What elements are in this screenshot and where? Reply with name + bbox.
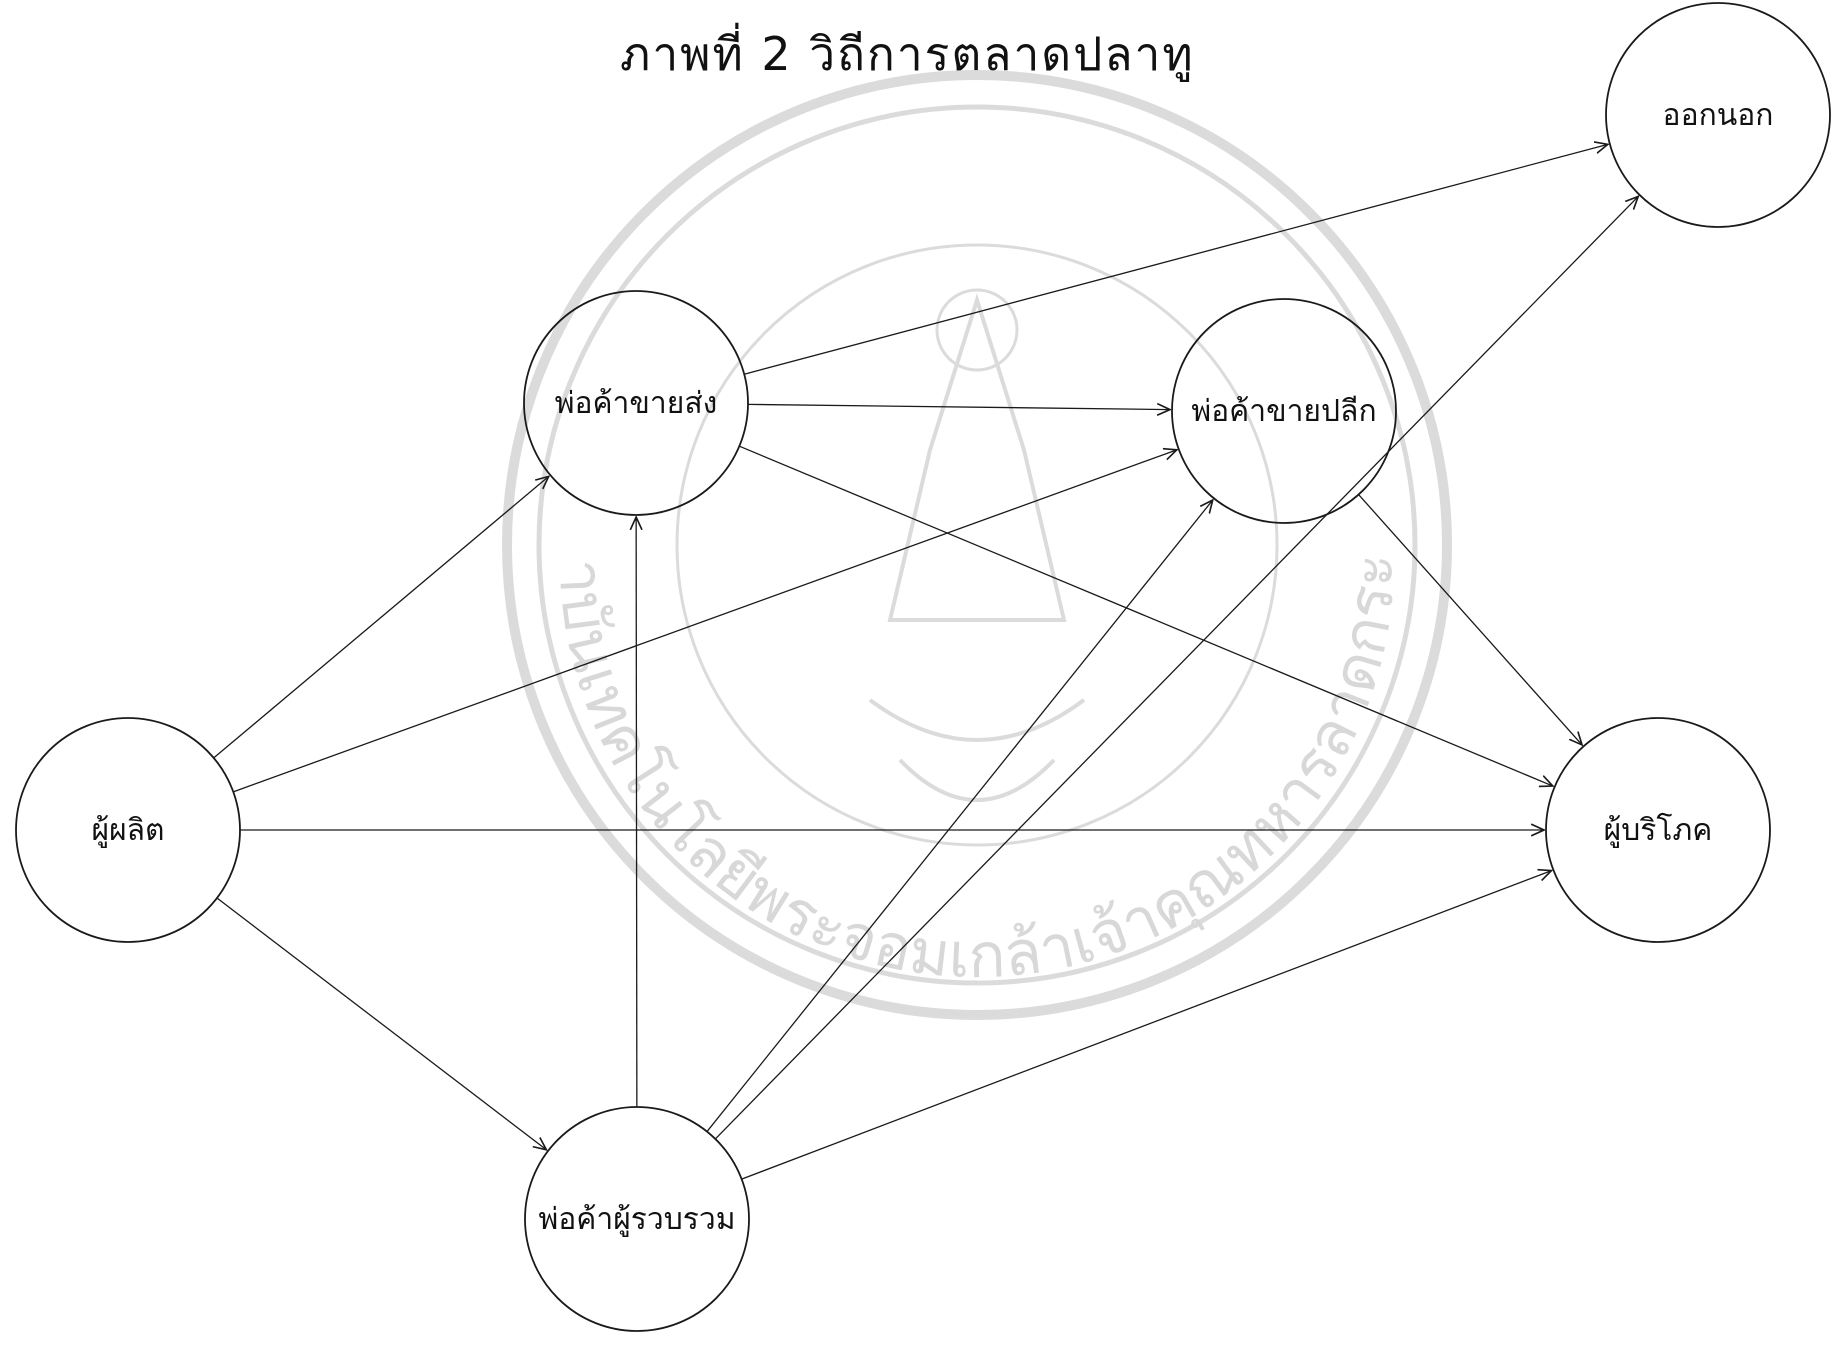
edge-wholesaler-to-consumer <box>739 445 1552 786</box>
node-retailer: พ่อค้าขายปลีก <box>1171 298 1397 524</box>
node-producer: ผู้ผลิต <box>15 717 241 943</box>
edge-retailer-to-consumer <box>1358 494 1583 745</box>
edge-wholesaler-to-export <box>744 144 1608 375</box>
node-label-collector: พ่อค้าผู้รวบรวม <box>538 1202 735 1237</box>
node-circle-collector <box>524 1106 750 1332</box>
node-circle-export <box>1605 2 1831 228</box>
edge-collector-to-retailer <box>706 500 1213 1132</box>
node-circle-consumer <box>1545 717 1771 943</box>
node-consumer: ผู้บริโภค <box>1545 717 1771 943</box>
node-wholesaler: พ่อค้าขายส่ง <box>523 290 749 516</box>
edge-producer-to-wholesaler <box>213 476 549 759</box>
nodes-layer: ผู้ผลิต พ่อค้าขายส่ง พ่อค้าขายปลีก ออกนอกผู… <box>15 2 1831 1332</box>
node-label-consumer: ผู้บริโภค <box>1604 812 1713 848</box>
edge-producer-to-collector <box>216 897 546 1150</box>
node-circle-producer <box>15 717 241 943</box>
node-label-wholesaler: พ่อค้าขายส่ง <box>555 386 718 421</box>
edge-collector-to-wholesaler <box>636 517 637 1108</box>
node-label-export: ออกนอก <box>1663 98 1774 133</box>
figure-title: ภาพที่ 2 วิถีการตลาดปลาทู <box>620 27 1195 81</box>
edge-collector-to-consumer <box>741 871 1552 1180</box>
edge-producer-to-retailer <box>233 450 1177 793</box>
node-label-producer: ผู้ผลิต <box>91 813 164 848</box>
node-label-retailer: พ่อค้าขายปลีก <box>1191 394 1376 429</box>
edge-collector-to-export <box>714 196 1638 1140</box>
node-circle-retailer <box>1171 298 1397 524</box>
node-export: ออกนอก <box>1605 2 1831 228</box>
edges-layer <box>213 144 1639 1180</box>
node-circle-wholesaler <box>523 290 749 516</box>
edge-wholesaler-to-retailer <box>747 404 1170 409</box>
node-collector: พ่อค้าผู้รวบรวม <box>524 1106 750 1332</box>
